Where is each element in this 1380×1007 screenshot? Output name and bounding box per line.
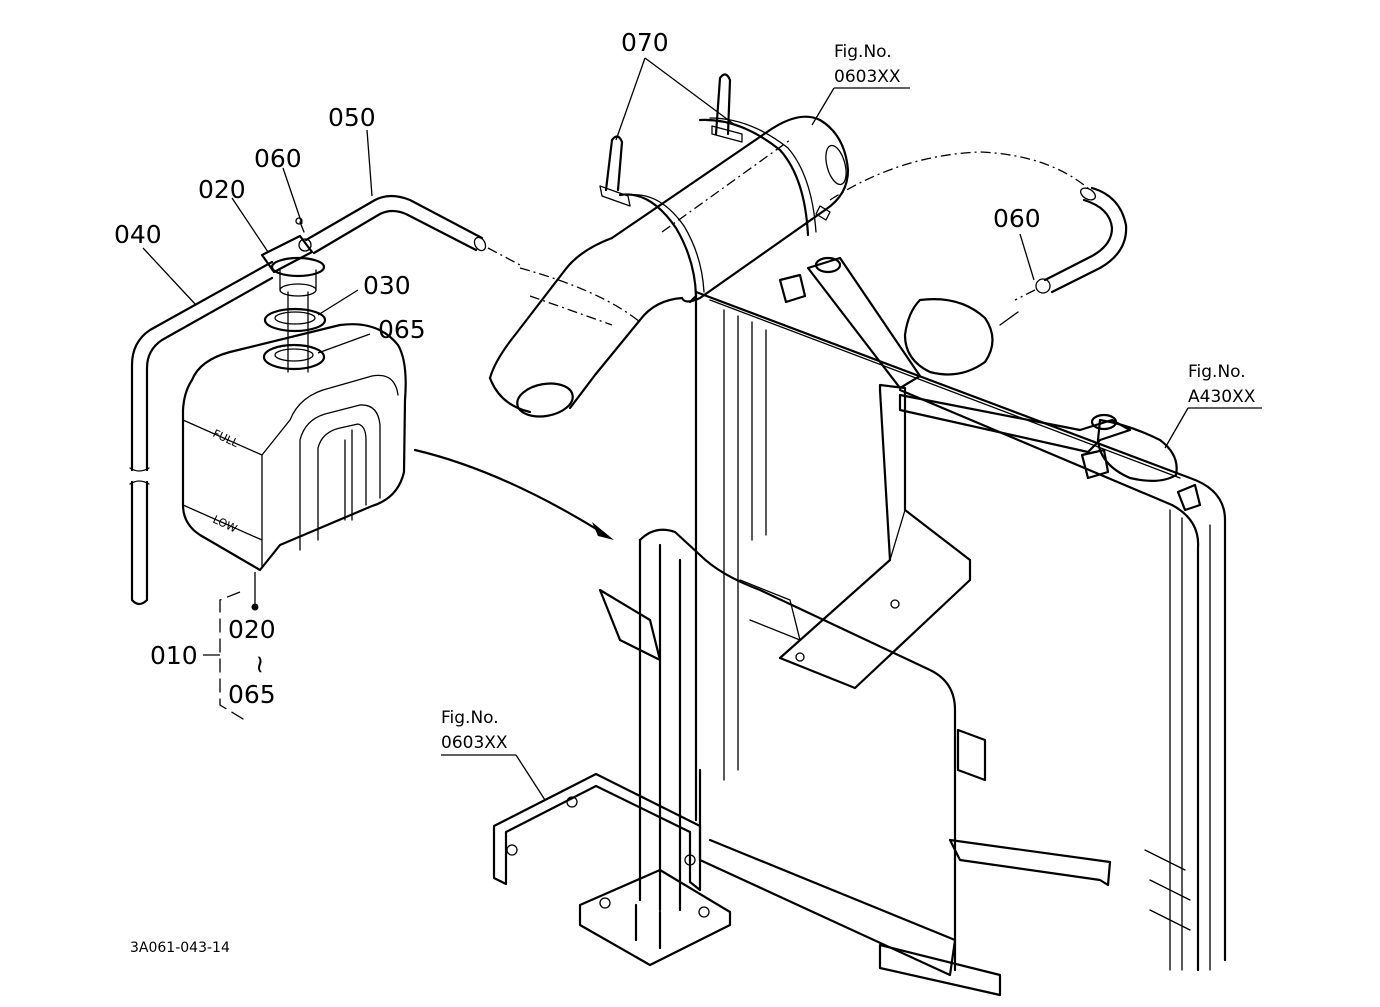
- tank-low-mark: LOW: [211, 513, 240, 536]
- fig-ref-bottom: Fig.No. 0603XX: [441, 708, 508, 753]
- callout-030: 030: [363, 271, 411, 300]
- fig-ref-right-code: A430XX: [1188, 387, 1256, 407]
- air-cleaner-body: [610, 115, 850, 304]
- clamp-070: [599, 73, 831, 221]
- radiator-stays: [778, 256, 1132, 887]
- callout-010: 010: [150, 641, 198, 670]
- reserve-tank: FULL LOW: [181, 323, 407, 572]
- fig-ref-bottom-label: Fig.No.: [441, 708, 499, 728]
- bottom-mount-bracket: [492, 772, 732, 967]
- callout-060-right: 060: [993, 204, 1041, 233]
- fig-ref-top-code: 0603XX: [834, 67, 901, 87]
- fig-ref-top-label: Fig.No.: [834, 42, 892, 62]
- air-intake-hose: [488, 236, 684, 418]
- gasket-030: [263, 307, 327, 333]
- radiator: [694, 290, 1227, 972]
- drawing-number: 3A061-043-14: [130, 940, 230, 956]
- leader-lines: [142, 57, 1262, 801]
- callout-range-tilde: ~: [246, 654, 275, 675]
- callout-065-range: 065: [228, 680, 276, 709]
- overflow-hose-040: [129, 260, 274, 606]
- callout-060-left: 060: [254, 144, 302, 173]
- bracket-010: [203, 591, 249, 723]
- tank-full-mark: FULL: [211, 427, 241, 450]
- callout-065: 065: [378, 315, 426, 344]
- callout-040: 040: [114, 220, 162, 249]
- packing-065: [262, 343, 326, 371]
- fig-ref-top: Fig.No. 0603XX: [834, 42, 901, 87]
- fig-ref-right-label: Fig.No.: [1188, 362, 1246, 382]
- callout-020-top: 020: [198, 175, 246, 204]
- fig-ref-bottom-code: 0603XX: [441, 733, 508, 753]
- hose-050: [304, 194, 523, 267]
- callout-070: 070: [621, 28, 669, 57]
- fig-ref-right: Fig.No. A430XX: [1188, 362, 1256, 407]
- callout-020-range: 020: [228, 615, 276, 644]
- arrow-to-radiator: [413, 448, 614, 540]
- upper-hose-right: [829, 151, 1128, 301]
- callout-050: 050: [328, 103, 376, 132]
- tank-bottom-lead: [251, 572, 259, 611]
